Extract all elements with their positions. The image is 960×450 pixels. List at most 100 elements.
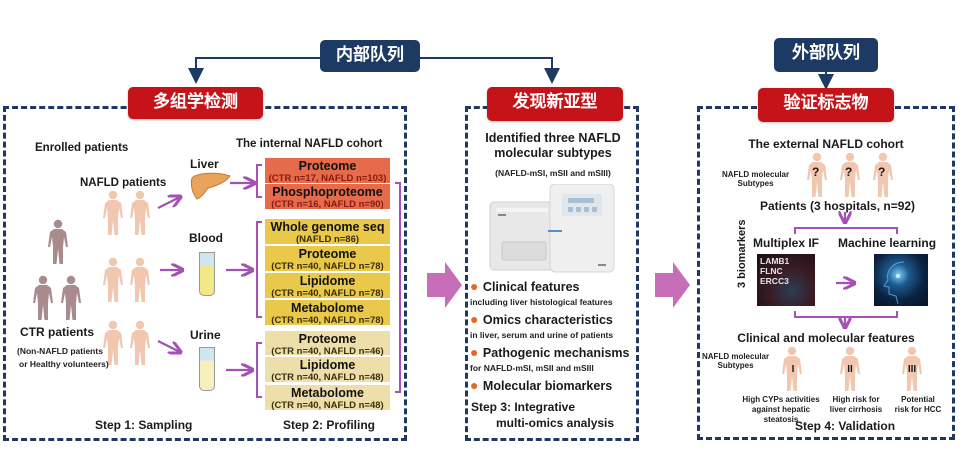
step4-label: Step 4: Validation	[795, 419, 896, 433]
assay-counts: (CTR n=40, NAFLD n=46)	[271, 345, 384, 357]
assay-title: Proteome	[298, 159, 357, 173]
nafld-patients-label: NAFLD patients	[80, 177, 167, 189]
subtype-label: NAFLD molecular Subtypes	[702, 352, 769, 370]
multiplex-if-image: LAMB1 FLNC ERCC3	[757, 254, 815, 306]
bracket-liver	[256, 164, 262, 198]
unknown-subtype-label-line1: NAFLD molecular	[722, 170, 790, 179]
subtype-mark: II	[847, 364, 853, 375]
ctr-patients-label: CTR patients	[20, 325, 95, 339]
step2-label: Step 2: Profiling	[283, 418, 376, 432]
sample-label-urine: Urine	[190, 328, 221, 342]
assay-counts: (CTR n=40, NAFLD n=78)	[271, 260, 384, 272]
external-cohort-tag: 外部队列	[774, 38, 878, 72]
step3-label-line2: multi-omics analysis	[496, 416, 615, 430]
subtype-desc-2: High risk for liver cirrhosis	[826, 395, 886, 415]
bracket-right-all	[395, 182, 401, 393]
machine-learning-label: Machine learning	[838, 236, 937, 250]
biomarker-name: LAMB1	[760, 256, 790, 266]
assay-liver-proteome: Proteome (CTR n=17, NAFLD n=103)	[265, 158, 390, 183]
subtype-desc-line: Potential	[901, 395, 935, 404]
subtypes-heading-line2: molecular subtypes	[494, 146, 612, 160]
ctr-person-icon	[33, 275, 53, 320]
internal-cohort-connector-left	[188, 57, 322, 84]
subtypes-heading: Identified three NAFLD molecular subtype…	[470, 131, 636, 161]
unknown-mark: ?	[878, 165, 886, 179]
arrow-nafld-to-liver	[157, 197, 180, 209]
bullet-icon: ●	[470, 377, 479, 393]
internal-cohort-title: The internal NAFLD cohort	[236, 138, 383, 150]
validation-title-tag: 验证标志物	[758, 88, 894, 122]
urine-tube-icon	[199, 347, 215, 391]
internal-cohort-connector-right	[418, 57, 560, 84]
biomarker-name: ERCC3	[760, 276, 789, 286]
subtypes-title-tag: 发现新亚型	[487, 87, 623, 121]
multiomics-title-tag: 多组学检测	[128, 87, 263, 119]
bullet-icon: ●	[470, 344, 479, 360]
ctr-person-icon	[48, 219, 68, 264]
unknown-subtype-label-line2: Subtypes	[737, 179, 774, 188]
features-title: Clinical and molecular features	[737, 331, 915, 345]
bullet-icon: ●	[470, 311, 479, 327]
nafld-person-icon	[103, 257, 123, 302]
liver-icon	[190, 172, 231, 200]
assay-title: Proteome	[298, 332, 357, 346]
blood-tube-icon	[199, 252, 215, 296]
big-arrow-step2-to-step3	[427, 262, 462, 308]
assay-counts: (CTR n=40, NAFLD n=78)	[271, 314, 384, 326]
subtype-label-line2: Subtypes	[717, 361, 754, 370]
bracket-blood	[256, 221, 262, 318]
subtype-desc-line: against hepatic steatosis	[751, 405, 811, 424]
multiplex-if-label: Multiplex IF	[753, 236, 819, 250]
nafld-person-icon	[130, 257, 150, 302]
external-patients-label: Patients (3 hospitals, n=92)	[760, 199, 916, 213]
assay-counts: (CTR n=40, NAFLD n=48)	[271, 399, 384, 411]
step1-label: Step 1: Sampling	[95, 418, 193, 432]
ctr-note-line1: (Non-NAFLD patients	[17, 346, 103, 356]
assay-title: Lipidome	[299, 274, 356, 288]
ctr-person-icon	[61, 275, 81, 320]
sample-label-liver: Liver	[190, 157, 219, 171]
nafld-person-icon	[130, 190, 150, 235]
subtype-features-list: ● Clinical features including liver hist…	[470, 278, 640, 395]
assay-title: Lipidome	[299, 358, 356, 372]
assay-title: Metabolome	[291, 301, 364, 315]
unknown-mark: ?	[845, 165, 853, 179]
feature-title: Pathogenic mechanisms	[482, 346, 630, 360]
subtype-label-line1: NAFLD molecular	[702, 352, 770, 361]
big-arrow-step3-to-step4	[655, 262, 690, 308]
assay-blood-wgs: Whole genome seq (NAFLD n=86)	[265, 219, 390, 244]
subtype-desc-line: liver cirrhosis	[829, 405, 883, 414]
internal-cohort-tag: 内部队列	[320, 40, 420, 72]
feature-item: ● Molecular biomarkers	[470, 377, 640, 395]
assay-urine-proteome: Proteome (CTR n=40, NAFLD n=46)	[265, 331, 390, 357]
enrolled-patients-label: Enrolled patients	[35, 142, 129, 154]
biomarkers-count-label: 3 biomarkers	[736, 219, 748, 288]
subtype-desc-line: High CYPs activities	[742, 395, 820, 404]
unknown-subtype-label: NAFLD molecular Subtypes	[722, 170, 789, 188]
machine-learning-image	[874, 254, 928, 306]
ctr-note-line2: or Healthy volunteers)	[19, 359, 109, 369]
sample-label-blood: Blood	[189, 231, 223, 245]
feature-title: Omics characteristics	[482, 313, 613, 327]
subtype-desc-line: risk for HCC	[894, 405, 942, 414]
bullet-icon: ●	[470, 278, 479, 294]
feature-item: ● Clinical features including liver hist…	[470, 278, 640, 307]
subtype-desc-3: Potential risk for HCC	[888, 395, 948, 415]
assay-blood-metabolome: Metabolome (CTR n=40, NAFLD n=78)	[265, 300, 390, 325]
assay-urine-lipidome: Lipidome (CTR n=40, NAFLD n=48)	[265, 357, 390, 382]
assay-blood-lipidome: Lipidome (CTR n=40, NAFLD n=78)	[265, 273, 390, 298]
assay-counts: (CTR n=40, NAFLD n=48)	[271, 371, 384, 383]
assay-title: Phosphoproteome	[272, 185, 383, 199]
nafld-person-icon	[130, 320, 150, 365]
feature-item: ● Omics characteristics in liver, serum …	[470, 311, 640, 340]
bracket-bottom-methods	[794, 311, 898, 318]
assay-counts: (CTR n=40, NAFLD n=78)	[271, 287, 384, 299]
bracket-top-methods	[794, 227, 898, 234]
feature-title: Molecular biomarkers	[482, 379, 613, 393]
assay-title: Metabolome	[291, 386, 364, 400]
feature-title: Clinical features	[482, 280, 580, 294]
arrow-nafld-to-urine	[157, 340, 180, 352]
subtypes-subheading: (NAFLD-mSI, mSII and mSIII)	[495, 168, 611, 178]
ai-head-icon	[883, 261, 905, 305]
